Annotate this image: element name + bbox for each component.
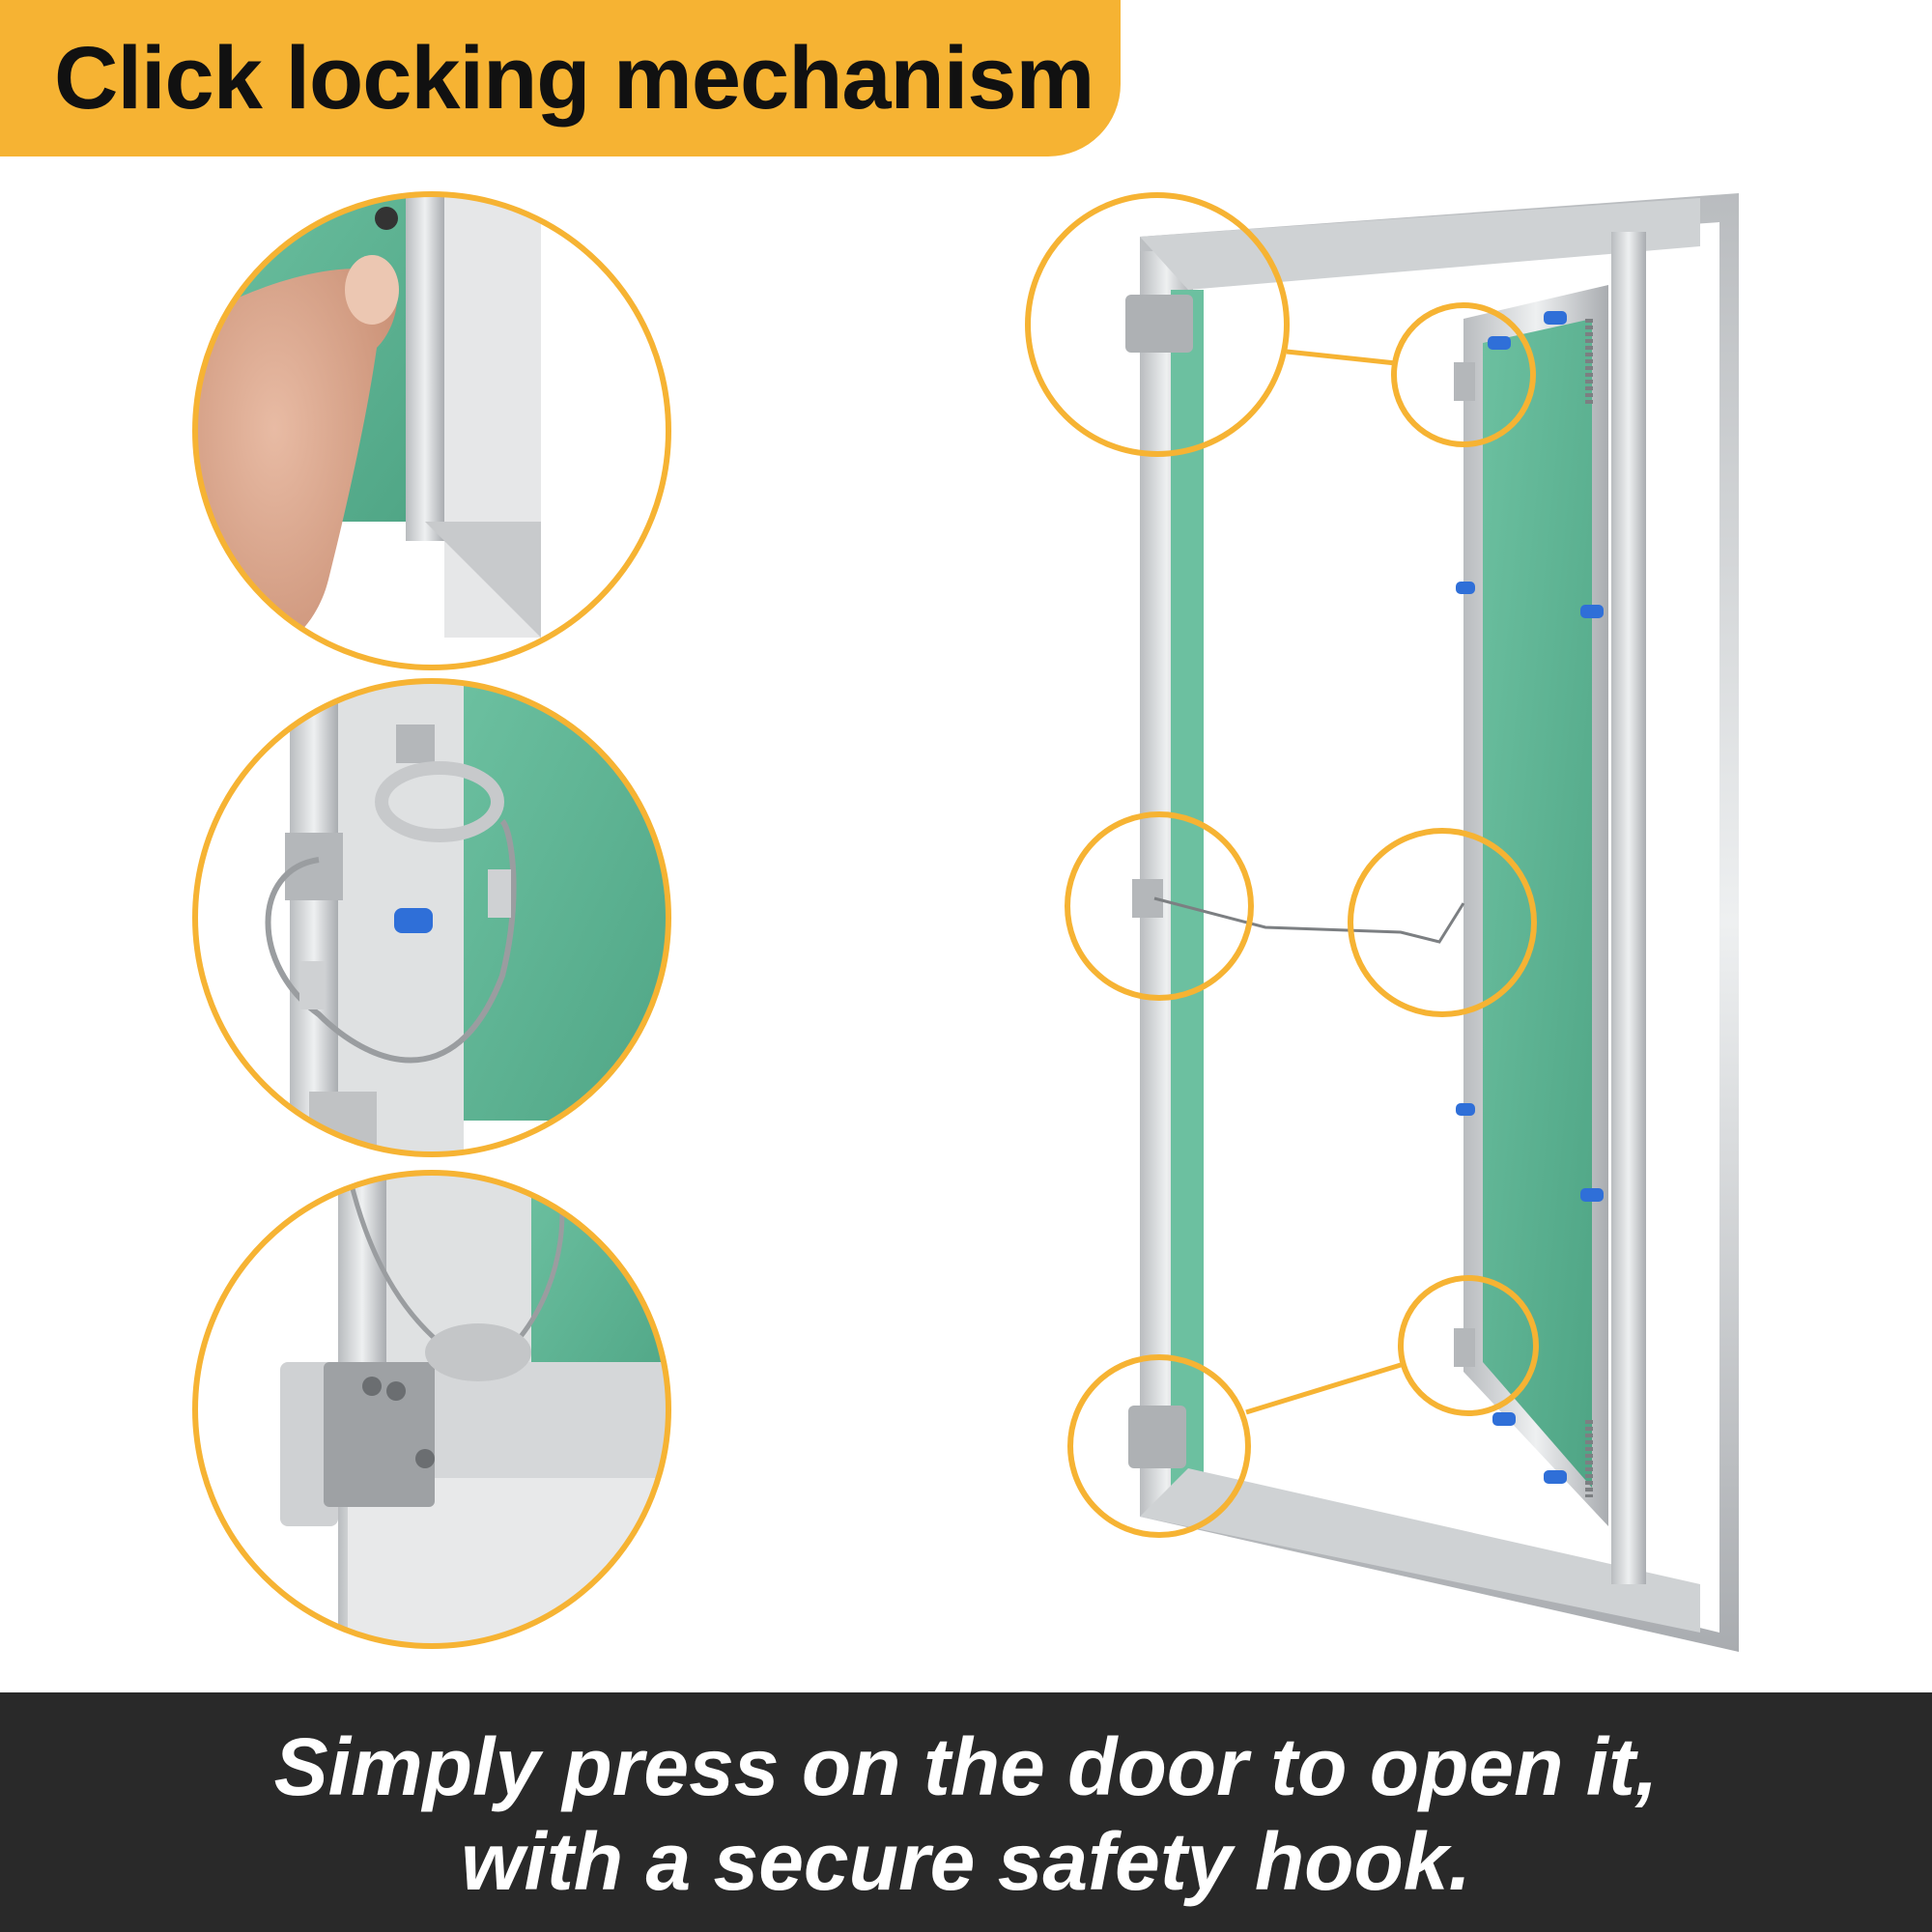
caption-line-1: Simply press on the door to open it, bbox=[273, 1721, 1659, 1812]
illustration bbox=[192, 191, 1739, 1652]
access-panel-door-photo bbox=[1025, 192, 1739, 1652]
click-latch-detail-photo bbox=[192, 1170, 671, 1649]
title-banner: Click locking mechanism bbox=[0, 0, 1121, 156]
thumb-press-detail-photo bbox=[192, 191, 671, 670]
page-title: Click locking mechanism bbox=[54, 28, 1094, 128]
caption-line-2: with a secure safety hook. bbox=[461, 1816, 1471, 1907]
caption-bar: Simply press on the door to open it, wit… bbox=[0, 1692, 1932, 1932]
safety-hook-detail-photo bbox=[192, 678, 671, 1157]
